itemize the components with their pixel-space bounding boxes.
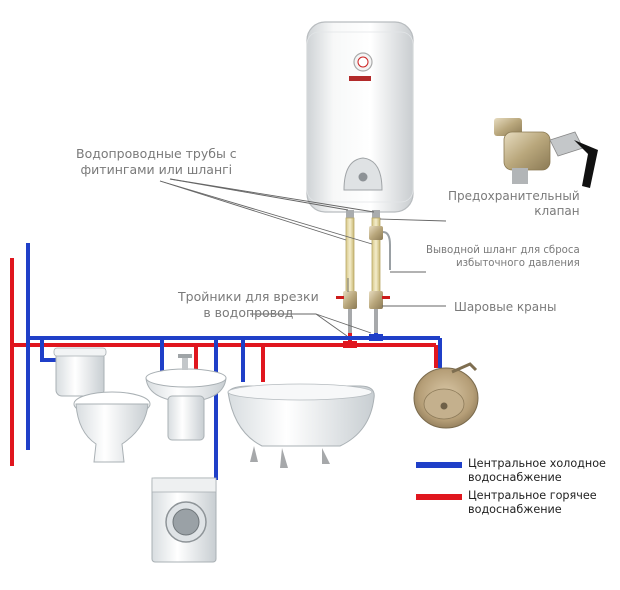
- legend-hot-swatch: [416, 494, 462, 500]
- pipes-label-line1: Водопроводные трубы с: [76, 146, 237, 161]
- drain-hose-label-line1: Выводной шланг для сброса: [426, 245, 580, 256]
- pipes-label-line2: фитингами или шлангi: [80, 161, 233, 177]
- legend-cold-line2: водоснабжение: [468, 471, 562, 484]
- leader-lines: [159, 178, 447, 337]
- legend-cold-line1: Центральное холодное: [468, 457, 606, 470]
- legend-cold-swatch: [416, 462, 462, 468]
- legend-hot-text: Центральное горячее водоснабжение: [468, 489, 597, 517]
- hot-water-pipes: [10, 258, 438, 466]
- tees-label: Тройники для врезки в водопровод: [178, 289, 319, 320]
- toilet-icon: [53, 347, 151, 463]
- drain-hose-label-line2: избыточного давления: [456, 257, 580, 269]
- ball-valve: [336, 291, 390, 333]
- tees-label-line2: в водопровод: [203, 304, 294, 320]
- legend-hot-line2: водоснабжение: [468, 503, 562, 516]
- water-heater-icon: [306, 21, 414, 220]
- pipe-tee: [343, 334, 383, 348]
- pipes-label: Водопроводные трубы с фитингами или шлан…: [76, 146, 237, 177]
- bathtub-icon: [227, 383, 375, 468]
- washing-machine-icon: [151, 477, 217, 563]
- sink-icon: [145, 354, 227, 441]
- legend-hot-line1: Центральное горячее: [468, 489, 597, 502]
- tees-label-line1: Тройники для врезки: [178, 289, 319, 304]
- ball-valves-label: Шаровые краны: [454, 300, 557, 314]
- drain-hose-label: Выводной шланг для сброса избыточного да…: [426, 245, 580, 271]
- safety-valve-icon: [494, 118, 598, 188]
- kitchen-sink-icon: [413, 362, 479, 429]
- safety-valve-label: Предохранительный клапан: [448, 189, 580, 219]
- safety-valve-label-line2: клапан: [534, 204, 580, 218]
- legend-cold-text: Центральное холодное водоснабжение: [468, 457, 606, 485]
- safety-valve-small: [369, 226, 391, 270]
- safety-valve-label-line1: Предохранительный: [448, 189, 580, 203]
